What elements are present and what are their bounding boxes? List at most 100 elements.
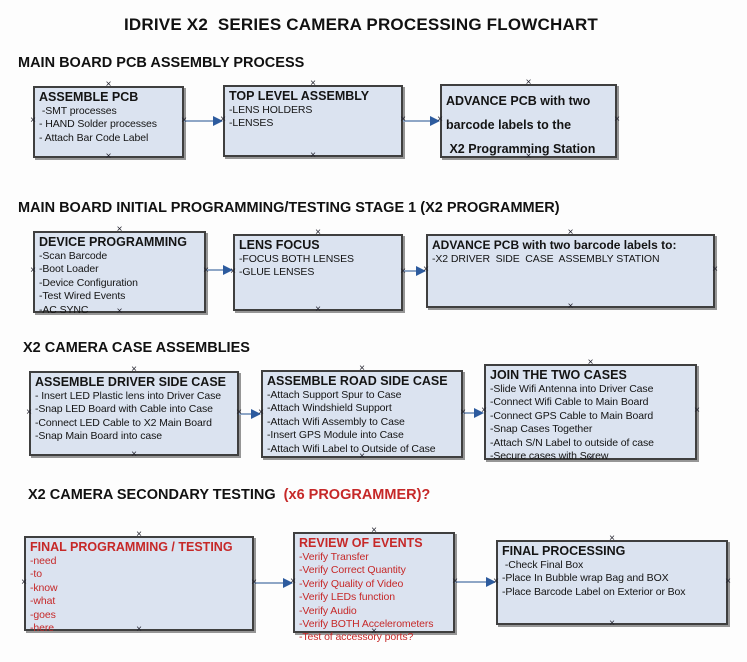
box-item: -Connect Wifi Cable to Main Board — [490, 396, 649, 409]
connection-x-handle-icon: × — [131, 449, 137, 460]
connection-x-handle-icon: × — [359, 451, 365, 462]
connection-x-handle-icon: × — [310, 78, 316, 89]
box-item: -Snap Main Board into case — [35, 430, 162, 443]
section-header-text: MAIN BOARD PCB ASSEMBLY PROCESS — [18, 55, 305, 71]
connector-arrowhead-icon — [251, 409, 261, 419]
connector-line — [403, 120, 432, 122]
box-item: -AC SYNC — [39, 303, 89, 316]
box-title: DEVICE PROGRAMMING — [39, 235, 187, 249]
box-item: -Connect GPS Cable to Main Board — [490, 409, 654, 422]
box-item: -Scan Barcode — [39, 250, 108, 262]
flow-box-final-programming-testing: FINAL PROGRAMMING / TESTING-need-to-know… — [24, 536, 254, 634]
connector-line — [463, 412, 476, 414]
box-item: -FOCUS BOTH LENSES — [239, 253, 354, 265]
box-title: ADVANCE PCB with two barcode labels to: — [432, 238, 677, 252]
connection-x-handle-icon: × — [136, 624, 142, 635]
box-item: -Test Wired Events — [39, 290, 126, 303]
section-header-text: MAIN BOARD INITIAL PROGRAMMING/TESTING S… — [18, 200, 560, 216]
connection-x-handle-icon: × — [203, 265, 209, 276]
section-header-text: X2 CAMERA CASE ASSEMBLIES — [23, 340, 250, 356]
box-item: -Verify Audio — [299, 604, 357, 617]
box-item: -Verify Transfer — [299, 551, 369, 563]
box-item: -Place In Bubble wrap Bag and BOX — [502, 572, 669, 585]
box-title: ADVANCE PCB with two — [446, 94, 591, 108]
box-title: FINAL PROCESSING — [502, 544, 626, 558]
box-item: -goes — [30, 608, 56, 621]
flow-box-final-processing: FINAL PROCESSING -Check Final Box-Place … — [496, 540, 728, 625]
box-item: -Verify LEDs function — [299, 591, 395, 604]
connection-x-handle-icon: × — [105, 79, 112, 90]
box-title: REVIEW OF EVENTS — [299, 536, 423, 550]
box-item: - Attach Bar Code Label — [39, 131, 149, 144]
connection-x-handle-icon: × — [525, 77, 532, 88]
connection-x-handle-icon: × — [587, 357, 594, 368]
box-item: -Attach Wifi Assembly to Case — [267, 415, 405, 428]
connection-x-handle-icon: × — [26, 406, 32, 418]
connector-line — [403, 270, 418, 272]
box-item: -Attach Support Spur to Case — [267, 389, 402, 401]
box-item: -Insert GPS Module into Case — [267, 429, 404, 442]
flow-box-device-programming: DEVICE PROGRAMMING-Scan Barcode-Boot Loa… — [33, 231, 206, 316]
box-title: barcode labels to the — [446, 118, 572, 132]
box-item: - HAND Solder processes — [39, 118, 157, 131]
flow-box-advance-row1: ADVANCE PCB with two barcode labels to th… — [440, 84, 617, 158]
flow-box-lens-focus: LENS FOCUS-FOCUS BOTH LENSES-GLUE LENSES — [233, 234, 403, 311]
box-title: TOP LEVEL ASSEMBLY — [229, 89, 370, 103]
box-item: -here — [30, 622, 55, 635]
connection-x-handle-icon: × — [725, 575, 731, 587]
connector-arrowhead-icon — [223, 265, 233, 275]
connection-x-handle-icon: × — [116, 224, 123, 235]
connection-x-handle-icon: × — [371, 626, 377, 637]
connection-x-handle-icon: × — [460, 407, 466, 418]
connection-x-handle-icon: × — [481, 405, 487, 416]
connection-x-handle-icon: × — [315, 227, 321, 238]
connection-x-handle-icon: × — [587, 453, 594, 464]
connection-x-handle-icon: × — [136, 529, 142, 540]
connector-line — [206, 269, 225, 271]
box-item: -SMT processes — [39, 105, 117, 117]
box-title: X2 Programming Station — [446, 142, 596, 156]
connection-x-handle-icon: × — [423, 264, 429, 275]
box-item: -Test of accessory ports? — [299, 631, 414, 644]
connection-x-handle-icon: × — [400, 114, 406, 125]
connection-x-handle-icon: × — [258, 407, 264, 418]
box-item: -need — [30, 555, 57, 567]
box-item: -LENSES — [229, 117, 274, 130]
box-item: -Snap LED Board with Cable into Case — [35, 403, 213, 416]
connection-x-handle-icon: × — [567, 227, 574, 238]
flow-box-assemble-driver-side-case: ASSEMBLE DRIVER SIDE CASE- Insert LED Pl… — [29, 371, 239, 456]
box-item: -Device Configuration — [39, 276, 138, 289]
box-title: FINAL PROGRAMMING / TESTING — [30, 540, 233, 554]
connector-arrowhead-icon — [213, 116, 223, 126]
connection-x-handle-icon: × — [220, 114, 226, 125]
connector-arrowhead-icon — [430, 116, 440, 126]
box-item: -Verify Correct Quantity — [299, 564, 406, 577]
connection-x-handle-icon: × — [30, 115, 36, 126]
connector-line — [254, 582, 285, 584]
connection-x-handle-icon: × — [230, 265, 236, 277]
section-header: MAIN BOARD PCB ASSEMBLY PROCESS — [18, 55, 304, 71]
connection-x-handle-icon: × — [400, 265, 406, 277]
connection-x-handle-icon: × — [525, 151, 532, 162]
section-header-text: X2 CAMERA SECONDARY TESTING — [28, 487, 284, 503]
box-item: -Slide Wifi Antenna into Driver Case — [490, 383, 654, 395]
box-title: ASSEMBLE ROAD SIDE CASE — [267, 374, 448, 388]
box-item: -X2 DRIVER SIDE CASE ASSEMBLY STATION — [432, 253, 660, 265]
connector-arrowhead-icon — [486, 577, 496, 587]
connection-x-handle-icon: × — [290, 575, 296, 587]
box-title: JOIN THE TWO CASES — [490, 368, 627, 382]
box-item: -Verify Quality of Video — [299, 577, 404, 590]
box-title: LENS FOCUS — [239, 238, 320, 252]
connection-x-handle-icon: × — [181, 115, 187, 126]
section-header-red-text: (x6 PROGRAMMER)? — [283, 487, 431, 503]
section-header: X2 CAMERA CASE ASSEMBLIES — [23, 340, 250, 356]
box-item: -to — [30, 568, 42, 581]
box-item: -LENS HOLDERS — [229, 104, 313, 116]
connection-x-handle-icon: × — [567, 301, 574, 312]
page-title: IDRIVE X2 SERIES CAMERA PROCESSING FLOWC… — [123, 15, 599, 34]
flow-box-assemble-road-side-case: ASSEMBLE ROAD SIDE CASE-Attach Support S… — [261, 370, 463, 458]
connector-arrowhead-icon — [474, 408, 484, 418]
connection-x-handle-icon: × — [452, 575, 458, 587]
box-item: -Snap Cases Together — [490, 423, 593, 436]
box-item: -Check Final Box — [502, 559, 584, 571]
